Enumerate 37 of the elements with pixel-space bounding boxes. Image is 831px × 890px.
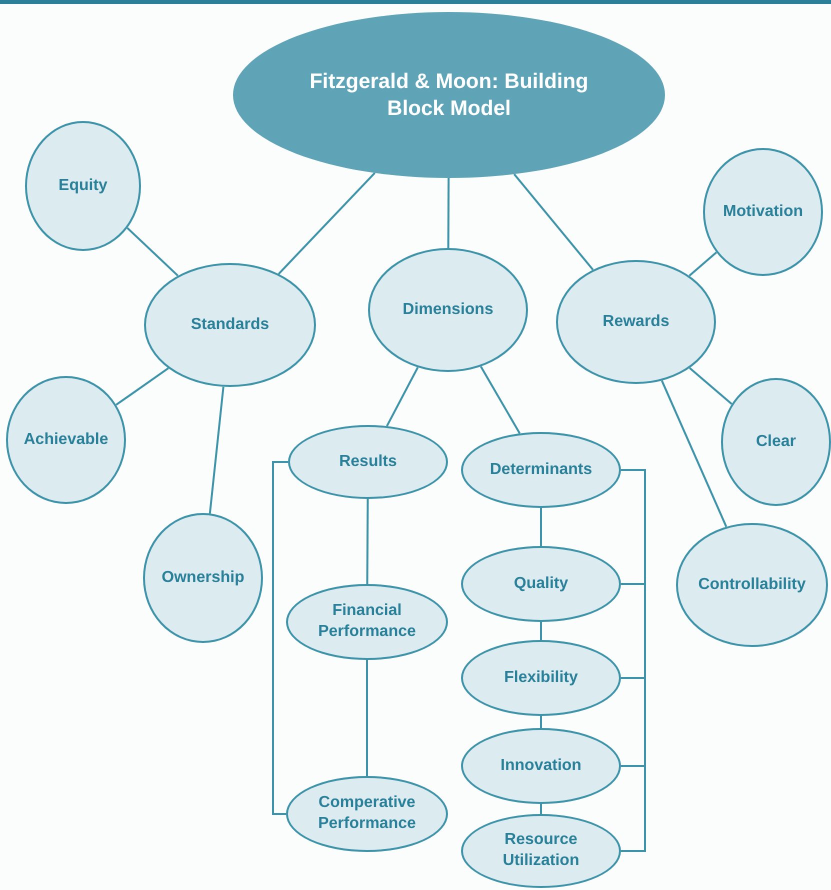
node-label: Resource Utilization: [502, 830, 580, 871]
node-label: Motivation: [723, 202, 803, 222]
node-label: Standards: [190, 314, 270, 335]
connector-line: [540, 804, 542, 814]
connector-line: [689, 367, 732, 405]
node-label: Controllability: [698, 574, 806, 595]
connector-line: [540, 716, 542, 728]
connector-line: [660, 380, 728, 528]
connector-line: [366, 660, 368, 776]
connector-line: [386, 366, 419, 427]
node-label: Achievable: [24, 430, 108, 450]
connector-line: [540, 622, 542, 640]
node-label: Results: [339, 452, 397, 472]
node-label: Flexibility: [504, 668, 578, 688]
connector-line: [621, 469, 646, 852]
node-label: Rewards: [602, 312, 670, 332]
connector-line: [278, 172, 376, 275]
connector-line: [116, 367, 169, 406]
node-label: Financial Performance: [317, 601, 417, 642]
connector-line: [513, 174, 594, 270]
node-label: Ownership: [162, 568, 244, 588]
node-label: Determinants: [490, 460, 592, 480]
node-label: Dimensions: [402, 300, 494, 320]
connector-line: [272, 461, 288, 815]
node-label: Quality: [514, 574, 568, 594]
connector-line: [447, 178, 450, 248]
node-label: Equity: [58, 176, 108, 196]
node-label: Comperative Performance: [317, 793, 417, 834]
connector-line: [366, 499, 369, 584]
connector-line: [688, 252, 718, 277]
node-label: Innovation: [500, 756, 582, 776]
connector-line: [480, 366, 521, 434]
connector-line: [540, 508, 542, 546]
connector-line: [208, 386, 224, 514]
connector-line: [126, 227, 179, 276]
title-text: Fitzgerald & Moon: Building Block Model: [308, 68, 590, 122]
node-label: Clear: [756, 432, 796, 452]
